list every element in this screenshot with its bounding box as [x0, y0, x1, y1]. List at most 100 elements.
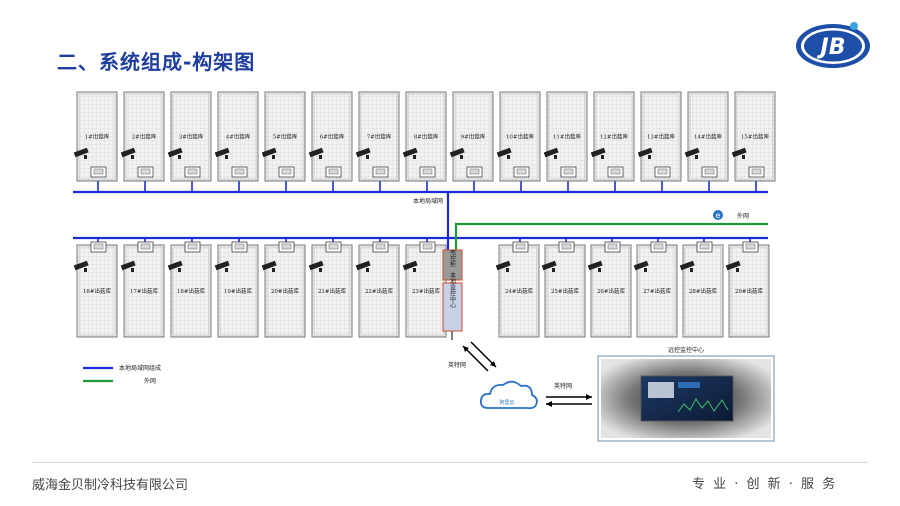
room-box: [311, 244, 353, 338]
camera-icon: [73, 260, 89, 272]
room-box: [76, 91, 118, 182]
monitor-center-label: 本地监控中心: [449, 271, 456, 308]
camera-icon: [587, 260, 603, 272]
camera-icon: [495, 260, 511, 272]
lan-label: 本地局域网: [413, 197, 443, 205]
room-box: [593, 91, 635, 182]
camera-icon: [590, 147, 606, 159]
camera-icon: [725, 260, 741, 272]
room-box: [123, 91, 165, 182]
storage-room: 7#出菇库: [355, 91, 400, 182]
company-name: 威海金贝制冷科技有限公司: [32, 478, 189, 493]
room-box: [217, 91, 259, 182]
storage-room: 11#出菇库: [543, 91, 588, 182]
room-box: [170, 91, 212, 182]
controller-icon: [701, 166, 718, 178]
storage-room: 8#出菇库: [402, 91, 447, 182]
svg-text:e: e: [716, 211, 721, 220]
camera-icon: [541, 260, 557, 272]
controller-icon: [650, 241, 667, 253]
room-label: 2#出菇库: [132, 133, 157, 141]
controller-icon: [748, 166, 765, 178]
controller-icon: [419, 241, 436, 253]
room-box: [636, 244, 678, 338]
screen-chart: [678, 382, 700, 388]
room-box: [311, 91, 353, 182]
room-label: 14#出菇库: [694, 133, 723, 141]
room-label: 1#出菇库: [85, 133, 110, 141]
internet-label-1: 英特网: [448, 361, 466, 369]
controller-icon: [231, 166, 248, 178]
screen-panel: [648, 382, 674, 398]
jb-logo: JB: [796, 22, 870, 68]
room-label: 25#出菇库: [551, 287, 580, 295]
storage-room: 21#出菇库: [308, 241, 353, 338]
storage-room: 13#出菇库: [637, 91, 682, 182]
camera-icon: [261, 147, 277, 159]
room-box: [264, 244, 306, 338]
controller-icon: [558, 241, 575, 253]
room-box: [76, 244, 118, 338]
screen-trend: [677, 398, 729, 413]
legend-wan-label: 外网: [144, 377, 156, 385]
room-label: 15#出菇库: [741, 133, 770, 141]
storage-room: 3#出菇库: [167, 91, 212, 182]
camera-icon: [679, 260, 695, 272]
bidirectional-arrow-vertical: [462, 341, 497, 372]
room-label: 19#出菇库: [224, 287, 253, 295]
camera-icon: [214, 147, 230, 159]
room-box: [405, 91, 447, 182]
storage-room: 5#出菇库: [261, 91, 306, 182]
storage-room: 23#出菇库: [402, 241, 447, 338]
controller-icon: [372, 241, 389, 253]
storage-room: 4#出菇库: [214, 91, 259, 182]
room-label: 21#出菇库: [318, 287, 347, 295]
room-box: [358, 91, 400, 182]
camera-icon: [120, 147, 136, 159]
internet-label-2: 英特网: [554, 382, 572, 390]
camera-icon: [402, 260, 418, 272]
room-box: [546, 91, 588, 182]
room-box: [682, 244, 724, 338]
room-label: 9#出菇库: [461, 133, 486, 141]
storage-room: 24#出菇库: [495, 241, 540, 338]
controller-icon: [604, 241, 621, 253]
room-box: [170, 244, 212, 338]
internet-explorer-icon: e: [713, 210, 723, 220]
storage-room: 22#出菇库: [355, 241, 400, 338]
room-label: 8#出菇库: [414, 133, 439, 141]
camera-icon: [308, 260, 324, 272]
room-label: 10#出菇库: [506, 133, 535, 141]
room-box: [544, 244, 586, 338]
storage-room: 26#出菇库: [587, 241, 632, 338]
camera-icon: [261, 260, 277, 272]
room-label: 23#出菇库: [412, 287, 441, 295]
storage-room: 29#出菇库: [725, 241, 770, 338]
storage-room: 2#出菇库: [120, 91, 165, 182]
storage-room: 6#出菇库: [308, 91, 353, 182]
controller-icon: [137, 166, 154, 178]
camera-icon: [167, 147, 183, 159]
camera-icon: [73, 147, 89, 159]
cloud-label: 阿里云: [499, 399, 514, 406]
storage-room: 14#出菇库: [684, 91, 729, 182]
camera-icon: [684, 147, 700, 159]
room-label: 12#出菇库: [600, 133, 629, 141]
control-cabinet-label: 电控柜: [449, 248, 456, 268]
room-box: [499, 91, 541, 182]
camera-icon: [308, 147, 324, 159]
storage-room: 18#出菇库: [167, 241, 212, 338]
room-label: 29#出菇库: [735, 287, 764, 295]
storage-room: 15#出菇库: [731, 91, 776, 182]
room-label: 11#出菇库: [553, 133, 582, 141]
room-label: 7#出菇库: [367, 133, 392, 141]
room-label: 16#出菇库: [83, 287, 112, 295]
storage-room: 16#出菇库: [73, 241, 118, 338]
camera-icon: [637, 147, 653, 159]
controller-icon: [137, 241, 154, 253]
storage-room: 12#出菇库: [590, 91, 635, 182]
room-label: 13#出菇库: [647, 133, 676, 141]
room-label: 4#出菇库: [226, 133, 251, 141]
room-label: 26#出菇库: [597, 287, 626, 295]
